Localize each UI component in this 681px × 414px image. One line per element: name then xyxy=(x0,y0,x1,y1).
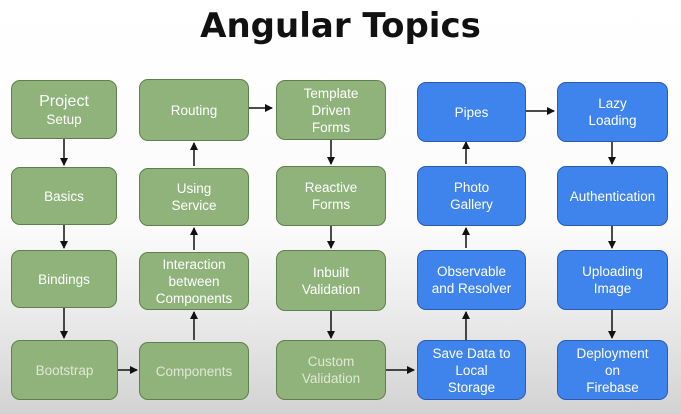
node-using-service: Using Service xyxy=(139,168,249,226)
node-basics-line1: Basics xyxy=(44,188,84,204)
node-custom-validation-line2: Validation xyxy=(301,371,361,386)
node-pipes: Pipes xyxy=(417,82,526,142)
node-reactive-forms: Reactive Forms xyxy=(276,166,386,226)
node-bindings-line1: Bindings xyxy=(38,271,90,287)
node-template-forms-line1: Template xyxy=(303,85,359,101)
node-deployment-on-firebase: Deployment on Firebase xyxy=(557,340,668,400)
node-using-service-line2: Service xyxy=(171,198,217,213)
node-template-forms-line2: Driven xyxy=(311,102,351,118)
node-project-setup-line1: Project xyxy=(39,92,89,110)
node-reactive-forms-line1: Reactive xyxy=(304,180,358,195)
node-deployment-line3: Firebase xyxy=(586,379,639,395)
node-observable-line1: Observable xyxy=(436,264,507,279)
node-authentication: Authentication xyxy=(557,166,668,226)
node-components: Components xyxy=(139,342,249,400)
node-authentication-line1: Authentication xyxy=(569,188,656,204)
node-interaction-between-components: Interaction between Components xyxy=(139,252,249,310)
node-bootstrap-line1: Bootstrap xyxy=(35,362,94,378)
node-custom-validation: Custom Validation xyxy=(276,340,386,400)
node-lazy-loading: Lazy Loading xyxy=(557,82,668,142)
node-uploading-image-line2: Image xyxy=(593,281,632,296)
node-using-service-line1: Using xyxy=(176,181,212,196)
node-save-data-line1: Save Data to xyxy=(432,345,511,361)
node-lazy-loading-line2: Loading xyxy=(588,113,637,128)
node-inbuilt-validation: Inbuilt Validation xyxy=(276,250,386,311)
node-basics: Basics xyxy=(11,167,117,225)
node-bindings: Bindings xyxy=(11,250,117,308)
node-interaction-line3: Components xyxy=(155,290,233,306)
node-observable-line2: and Resolver xyxy=(431,281,512,296)
node-template-driven-forms: Template Driven Forms xyxy=(276,80,386,140)
node-lazy-loading-line1: Lazy xyxy=(598,96,627,111)
node-uploading-image: Uploading Image xyxy=(557,250,668,310)
node-routing: Routing xyxy=(139,79,249,141)
node-interaction-line2: between xyxy=(168,273,220,289)
node-pipes-line1: Pipes xyxy=(454,104,489,120)
node-photo-gallery-line1: Photo xyxy=(453,180,490,195)
node-project-setup-line2: Setup xyxy=(46,111,82,127)
diagram-title: Angular Topics xyxy=(200,6,481,46)
node-deployment-line2: on xyxy=(604,362,621,378)
node-inbuilt-validation-line1: Inbuilt xyxy=(312,264,350,280)
node-template-forms-line3: Forms xyxy=(311,119,351,135)
node-uploading-image-line1: Uploading xyxy=(582,264,643,279)
node-interaction-line1: Interaction xyxy=(162,256,226,272)
node-custom-validation-line1: Custom xyxy=(307,354,355,369)
node-save-data-to-local-storage: Save Data to Local Storage xyxy=(417,340,526,400)
node-save-data-line2: Local xyxy=(455,362,488,378)
node-routing-line1: Routing xyxy=(170,102,218,118)
node-components-line1: Components xyxy=(155,363,233,379)
node-save-data-line3: Storage xyxy=(447,379,496,395)
node-inbuilt-validation-line2: Validation xyxy=(301,281,361,297)
node-deployment-line1: Deployment xyxy=(576,345,649,361)
node-observable-and-resolver: Observable and Resolver xyxy=(417,250,526,310)
node-photo-gallery-line2: Gallery xyxy=(450,197,493,212)
node-photo-gallery: Photo Gallery xyxy=(417,166,526,226)
node-bootstrap: Bootstrap xyxy=(11,340,118,400)
node-project-setup: Project Setup xyxy=(11,80,117,139)
node-reactive-forms-line2: Forms xyxy=(311,197,351,212)
